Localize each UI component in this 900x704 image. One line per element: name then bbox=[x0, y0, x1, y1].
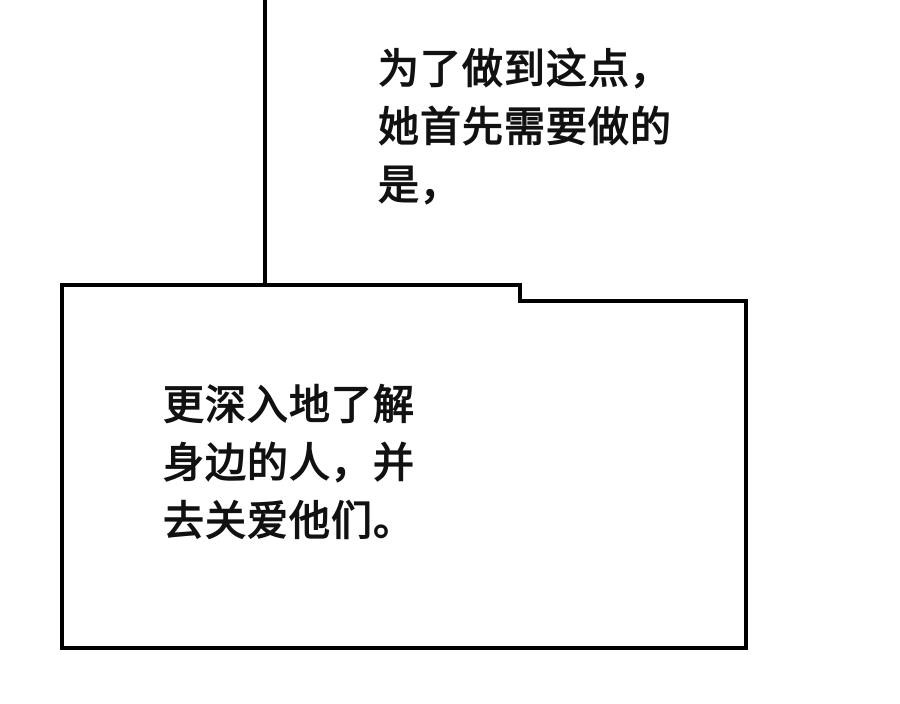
lower-panel-right-border bbox=[744, 299, 748, 650]
narration-text-top: 为了做到这点， 她首先需要做的 是， bbox=[378, 40, 672, 214]
lower-panel-top-border-right bbox=[518, 299, 748, 303]
narration-bottom-line-3: 去关爱他们。 bbox=[163, 498, 415, 544]
narration-top-line-3: 是， bbox=[378, 162, 462, 208]
narration-top-line-1: 为了做到这点， bbox=[378, 46, 672, 92]
narration-bottom-line-2: 身边的人，并 bbox=[163, 440, 415, 486]
lower-panel-bottom-border bbox=[60, 646, 748, 650]
narration-bottom-line-1: 更深入地了解 bbox=[163, 382, 415, 428]
lower-panel-top-border-left bbox=[60, 283, 522, 287]
lower-panel-left-border bbox=[60, 283, 64, 650]
panel-gutter-vertical-line bbox=[263, 0, 267, 287]
lower-panel-top-border-step bbox=[518, 283, 522, 303]
narration-text-bottom: 更深入地了解 身边的人，并 去关爱他们。 bbox=[163, 376, 415, 550]
narration-top-line-2: 她首先需要做的 bbox=[378, 104, 672, 150]
